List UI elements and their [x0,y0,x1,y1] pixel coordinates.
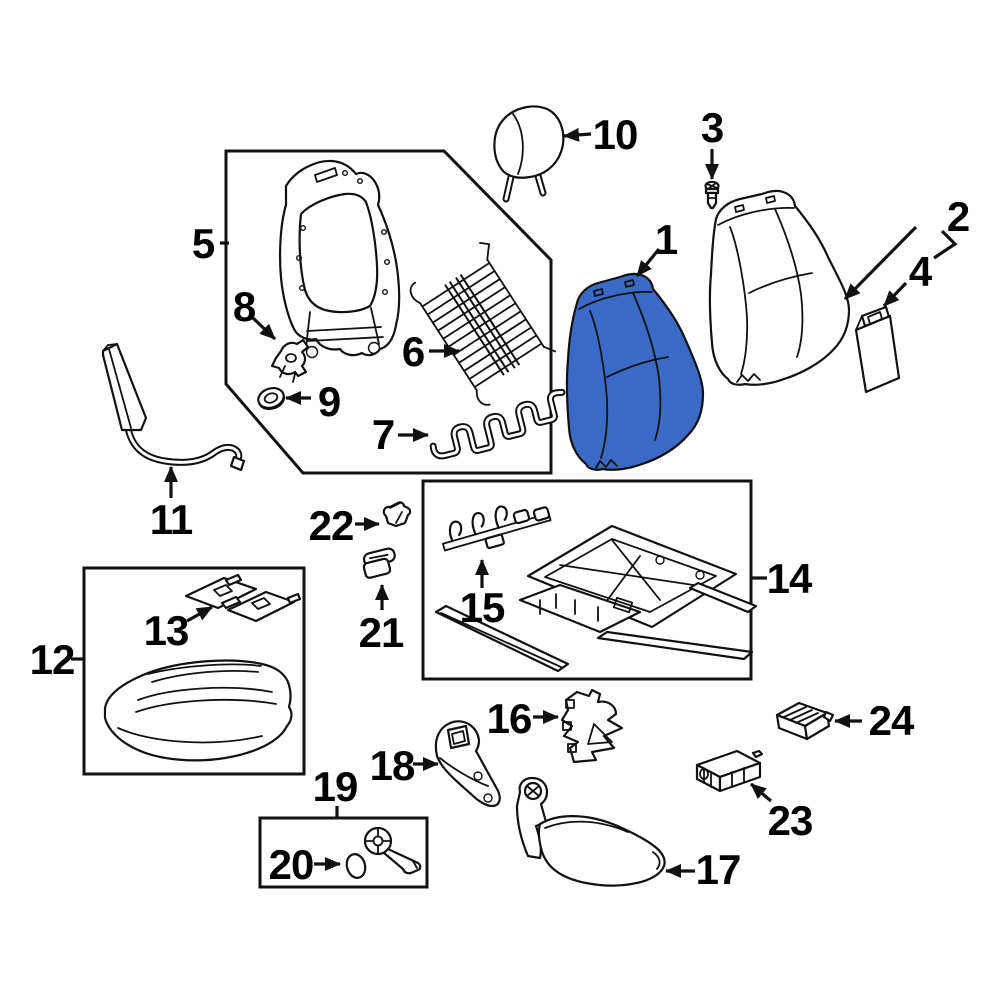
seat-track-drawing [434,524,758,673]
callout-label-16: 16 [487,695,532,742]
trim-strip-drawing [854,305,901,394]
arrow-1 [635,247,661,278]
heater-pad-drawing [184,573,302,623]
connector-drawing [775,701,835,741]
headrest-drawing [493,105,565,203]
callout-label-15: 15 [460,584,505,631]
handle-cap-drawing [345,853,367,879]
group-box-14 [421,479,753,681]
arrow-13 [186,605,213,623]
callout-label-17: 17 [696,846,741,893]
callout-label-7: 7 [372,411,394,458]
clip-21-drawing [362,547,396,579]
callout-label-9: 9 [318,378,340,425]
group-box-5 [224,149,553,475]
arrow-10 [563,127,592,142]
arrow-8 [251,316,277,341]
recliner-handle-drawing [363,826,422,875]
callout-label-6: 6 [402,328,424,375]
callout-label-1: 1 [655,216,678,263]
small-bracket-drawing [270,338,310,383]
callout-labels: 1 2 3 4 5 6 7 8 9 10 11 12 13 14 15 16 1… [30,104,971,893]
callout-label-23: 23 [768,797,813,844]
callout-label-18: 18 [370,742,415,789]
callout-label-19: 19 [313,763,358,810]
seat-back-cushion-drawing [565,272,705,471]
group-box-19 [258,816,429,889]
spring-wire-set-drawing [442,505,552,552]
support-wire-drawing [429,388,566,460]
callout-label-8: 8 [233,283,256,330]
callout-label-14: 14 [767,555,813,602]
arrow-23 [749,782,773,803]
callout-label-22: 22 [309,502,354,549]
seat-cushion-drawing [103,659,293,762]
outer-side-shield-drawing [515,776,666,887]
seat-back-frame-drawing [278,159,401,359]
callout-arrows [71,127,958,878]
callout-label-20: 20 [269,841,314,888]
screw-drawing [704,180,720,210]
callout-label-12: 12 [30,636,75,683]
callout-label-13: 13 [144,607,189,654]
callout-label-21: 21 [359,609,404,656]
callout-label-4: 4 [909,248,933,295]
callout-label-2: 2 [947,193,969,240]
bracket-2-4 [933,229,958,260]
callout-label-10: 10 [593,111,638,158]
seat-back-cover-drawing [708,189,851,386]
clip-22-drawing [382,501,412,528]
group-box-12 [82,566,306,776]
callout-label-3: 3 [701,104,723,151]
arrow-2 [843,225,918,301]
callout-label-24: 24 [869,697,915,744]
arrow-4 [882,281,908,308]
inner-bracket-drawing [560,688,624,764]
callout-label-5: 5 [192,220,215,267]
grommet-drawing [257,387,286,411]
side-airbag-drawing [101,342,246,472]
lumbar-grid-drawing [409,241,557,406]
side-trim-panel-drawing [434,720,501,808]
control-module-drawing [695,749,764,793]
callout-label-11: 11 [150,496,193,543]
